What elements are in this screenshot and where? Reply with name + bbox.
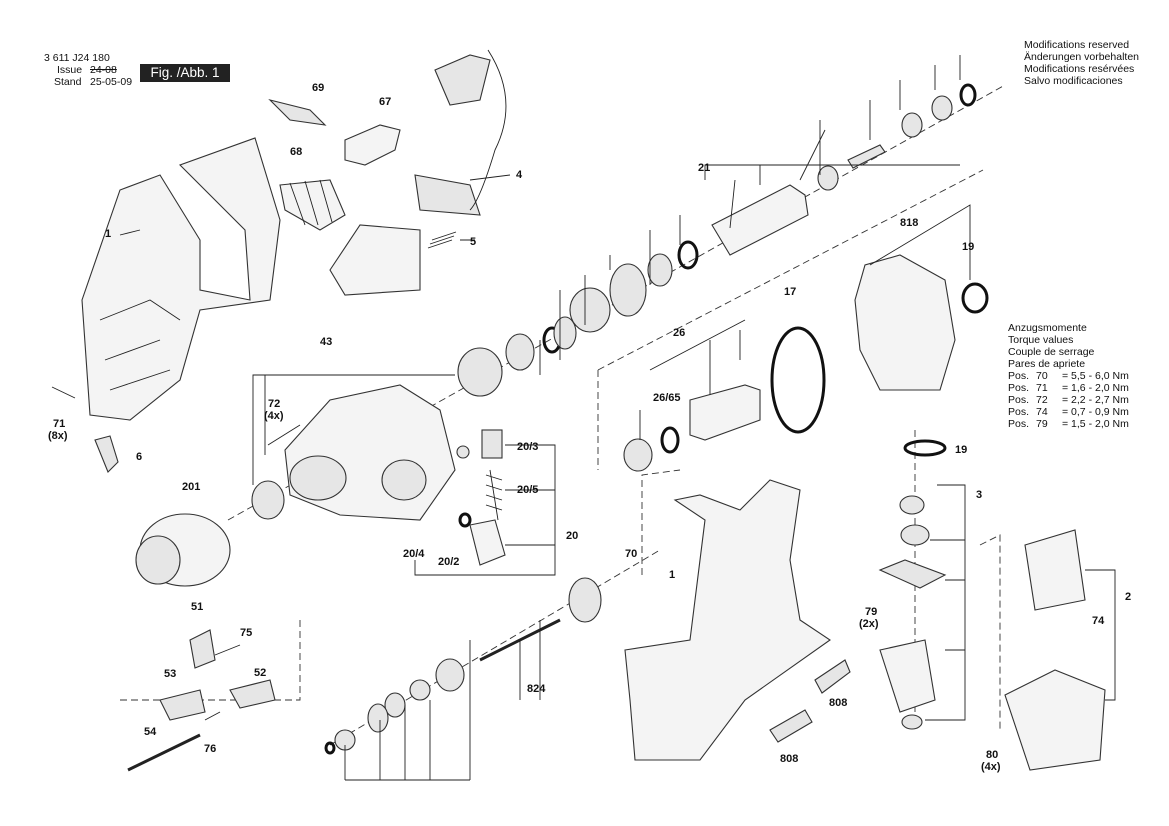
callout-53: 53 — [164, 668, 177, 680]
axis-gear — [597, 169, 984, 371]
torque-row: Pos.72= 2,2 - 2,7 Nm — [1008, 394, 1129, 406]
callout-72: 72 — [268, 398, 281, 410]
callout-72-qty: (4x) — [264, 410, 284, 422]
torque-title: Pares de apriete — [1008, 358, 1086, 370]
callout-75: 75 — [240, 627, 253, 639]
issue-label: Issue — [57, 64, 83, 76]
callout-19-lower: 19 — [955, 444, 968, 456]
torque-row: Pos.74= 0,7 - 0,9 Nm — [1008, 406, 1129, 418]
stand-label: Stand — [54, 76, 82, 88]
issue-value: 24-08 — [90, 64, 117, 76]
torque-title: Torque values — [1008, 334, 1074, 346]
armature — [879, 639, 936, 713]
torque-row: Pos.79= 1,5 - 2,0 Nm — [1008, 418, 1129, 430]
housing-half-upper — [81, 137, 281, 421]
o-ring-17 — [770, 326, 826, 434]
axis-spindle — [329, 549, 661, 746]
housing-half-lower — [624, 479, 831, 761]
axis-motor — [979, 534, 1001, 730]
callout-54: 54 — [144, 726, 157, 738]
figure-label: Fig. /Abb. 1 — [140, 64, 230, 82]
callout-20-5: 20/5 — [517, 484, 539, 496]
part-67 — [344, 124, 401, 166]
callout-5: 5 — [470, 236, 477, 248]
callout-26: 26 — [673, 327, 686, 339]
torque-table: Anzugsmomente Torque values Couple de se… — [1008, 322, 1129, 430]
callout-6: 6 — [136, 451, 143, 463]
callout-4: 4 — [516, 169, 523, 181]
callout-1-lower: 1 — [669, 569, 676, 581]
callout-74: 74 — [1092, 615, 1105, 627]
striker-21 — [711, 184, 809, 256]
note-line: Änderungen vorbehalten — [1024, 51, 1140, 63]
callout-26-65: 26/65 — [653, 392, 681, 404]
callout-21: 21 — [698, 162, 711, 174]
callout-70: 70 — [625, 548, 638, 560]
callout-818: 818 — [900, 217, 919, 229]
torque-title: Anzugsmomente — [1008, 322, 1087, 334]
callout-808-left: 808 — [780, 753, 799, 765]
torque-title: Couple de serrage — [1008, 346, 1095, 358]
modifications-notes: Modifications reserved Änderungen vorbeh… — [1024, 39, 1139, 87]
stator-2 — [1024, 529, 1086, 611]
callout-52: 52 — [254, 667, 267, 679]
callout-80: 80 — [986, 749, 999, 761]
callout-20-2: 20/2 — [438, 556, 460, 568]
stand-value: 25-05-09 — [90, 76, 133, 88]
callout-80-qty: (4x) — [981, 761, 1001, 773]
callout-20: 20 — [566, 530, 579, 542]
callout-51: 51 — [191, 601, 204, 613]
callout-20-3: 20/3 — [517, 441, 539, 453]
note-line: Modifications reserved — [1024, 39, 1130, 51]
callout-79-qty: (2x) — [859, 618, 879, 630]
callout-68: 68 — [290, 146, 303, 158]
torque-row: Pos.70= 5,5 - 6,0 Nm — [1008, 370, 1129, 382]
callout-71-qty: (8x) — [48, 430, 68, 442]
callout-76: 76 — [204, 743, 217, 755]
callout-20-4: 20/4 — [403, 548, 425, 560]
callout-43: 43 — [320, 336, 333, 348]
callout-79: 79 — [865, 606, 878, 618]
callout-71: 71 — [53, 418, 66, 430]
switch-4 — [329, 224, 421, 296]
part-818 — [854, 254, 956, 391]
callout-1-upper: 1 — [105, 228, 112, 240]
note-line: Modifications resérvées — [1024, 63, 1135, 75]
motor-housing — [1004, 669, 1106, 771]
document-number: 3 611 J24 180 — [44, 52, 110, 64]
gear-wheel — [609, 263, 647, 317]
callout-3: 3 — [976, 489, 983, 501]
callout-67: 67 — [379, 96, 392, 108]
callout-824: 824 — [527, 683, 546, 695]
torque-row: Pos.71= 1,6 - 2,0 Nm — [1008, 382, 1129, 394]
note-line: Salvo modificaciones — [1024, 75, 1123, 87]
callout-808-right: 808 — [829, 697, 848, 709]
callout-69: 69 — [312, 82, 325, 94]
callout-2: 2 — [1125, 591, 1132, 603]
callout-17: 17 — [784, 286, 797, 298]
part-69 — [268, 98, 327, 126]
callout-19-upper: 19 — [962, 241, 975, 253]
callout-201: 201 — [182, 481, 201, 493]
